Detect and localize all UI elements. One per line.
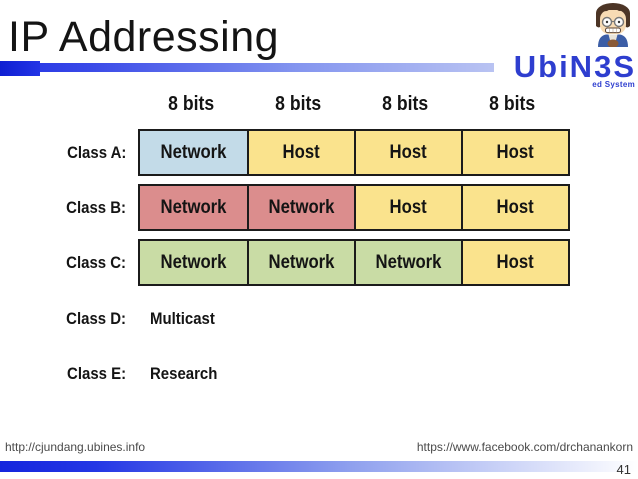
table-cell: Host <box>354 131 461 174</box>
table-cell: Host <box>461 131 568 174</box>
bottom-divider <box>0 461 638 472</box>
table-cell: Host <box>461 186 568 229</box>
class-c-row: Network Network Network Host <box>138 239 570 286</box>
table-cell: Host <box>461 241 568 284</box>
class-d-label: Class D: <box>66 309 126 328</box>
class-c-label: Class C: <box>66 253 126 272</box>
title-underline <box>0 63 494 72</box>
table-cell: Network <box>247 241 354 284</box>
class-b-row: Network Network Host Host <box>138 184 570 231</box>
table-cell: Network <box>247 186 354 229</box>
table-cell: Host <box>247 131 354 174</box>
title-underline-accent <box>0 61 40 76</box>
brand-tagline: ed System <box>592 80 635 89</box>
bit-header: 8 bits <box>489 93 536 115</box>
table-cell: Host <box>354 186 461 229</box>
table-cell: Network <box>140 131 247 174</box>
footer-right-url: https://www.facebook.com/drchanankorn <box>416 440 633 454</box>
bit-header: 8 bits <box>168 93 215 115</box>
class-b-label: Class B: <box>66 198 126 217</box>
bit-headers-row: 8 bits 8 bits 8 bits 8 bits <box>138 93 566 116</box>
table-cell: Network <box>140 241 247 284</box>
class-a-row: Network Host Host Host <box>138 129 570 176</box>
class-e-value: Research <box>150 364 218 383</box>
class-a-label: Class A: <box>66 143 126 162</box>
brand-logo-text: UbiN3S <box>513 49 636 84</box>
page-number: 41 <box>616 462 631 477</box>
bit-header: 8 bits <box>275 93 322 115</box>
class-e-label: Class E: <box>66 364 126 383</box>
bit-header: 8 bits <box>382 93 429 115</box>
table-cell: Network <box>140 186 247 229</box>
footer-left-url: http://cjundang.ubines.info <box>5 440 146 454</box>
cartoon-man-avatar-icon <box>591 1 635 48</box>
page-title: IP Addressing <box>8 13 280 61</box>
class-d-value: Multicast <box>150 309 215 328</box>
table-cell: Network <box>354 241 461 284</box>
